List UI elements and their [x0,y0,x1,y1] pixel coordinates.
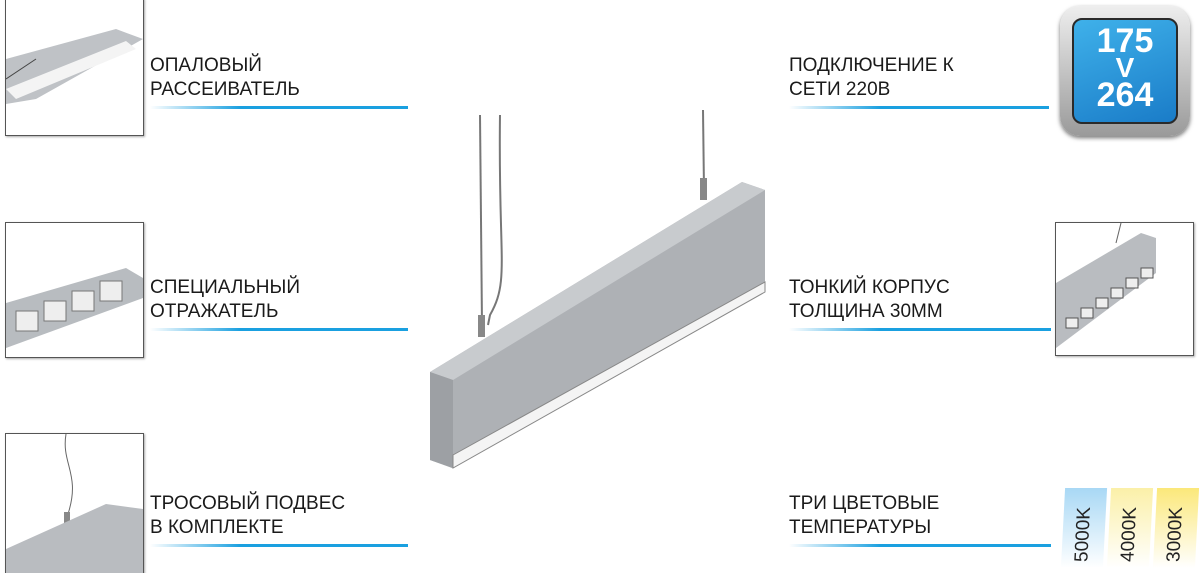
feature-text: отражатель [150,301,279,322]
reflector-thumbnail [5,222,144,358]
voltage-separator: V [1115,52,1135,83]
feature-text: Подключение к [789,55,954,76]
feature-text: сети 220В [789,79,891,100]
divider [789,544,1051,547]
voltage-max: 264 [1096,76,1154,114]
temperature-5000k: 5000K [1060,488,1108,568]
feature-text: Опаловый [150,55,262,76]
feature-text: рассеиватель [150,79,300,100]
temperature-label: 3000K [1163,507,1188,562]
feature-text: Тонкий корпус [789,277,950,298]
temperature-4000k: 4000K [1106,488,1154,568]
feature-text: толщина 30мм [789,301,943,322]
feature-text: Специальный [150,277,300,298]
opal-diffuser-thumbnail [5,0,144,136]
feature-power-connection: Подключение к сети 220В [789,54,1049,109]
feature-thin-body: Тонкий корпус толщина 30мм [789,276,1051,331]
feature-text: Тросовый подвес [150,493,346,514]
divider [789,328,1051,331]
temperature-label: 5000K [1071,507,1096,562]
feature-opal-diffuser: Опаловый рассеиватель [150,54,408,109]
feature-reflector: Специальный отражатель [150,276,408,331]
voltage-min: 175 [1096,22,1154,60]
feature-text: в комплекте [150,517,284,538]
temperature-label: 4000K [1117,507,1142,562]
divider [150,328,408,331]
feature-text: Три цветовые [789,493,940,514]
feature-color-temperatures: Три цветовые температуры [789,492,1051,547]
lamp-image [430,110,766,469]
temperature-3000k: 3000K [1152,488,1200,568]
feature-cable-suspension: Тросовый подвес в комплекте [150,492,408,547]
divider [150,544,408,547]
thin-body-thumbnail [1055,222,1194,356]
feature-text: температуры [789,517,932,538]
divider [150,106,408,109]
cable-suspension-thumbnail [5,433,144,573]
divider [789,106,1049,109]
